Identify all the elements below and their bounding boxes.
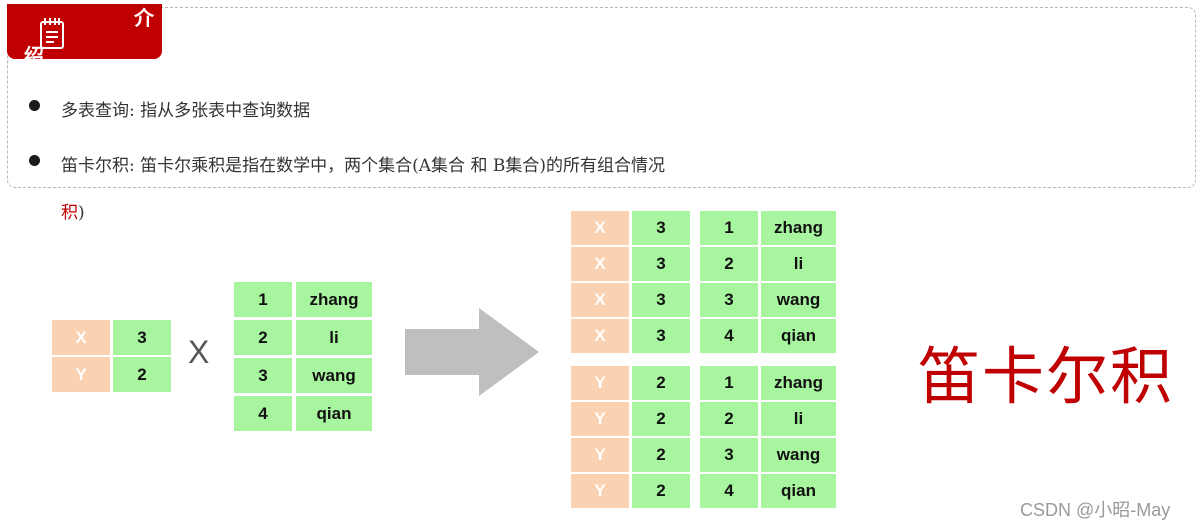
table-a-cell: 2: [113, 357, 171, 392]
result-top-left-cell: X: [571, 211, 629, 245]
times-symbol: X: [188, 334, 210, 370]
result-top-right-cell: qian: [761, 319, 836, 353]
table-b-cell: wang: [296, 358, 372, 393]
result-bottom-right-cell: 4: [700, 474, 758, 508]
table-a-cell: 3: [113, 320, 171, 355]
table-b-cell: 4: [234, 396, 292, 431]
table-b-cell: li: [296, 320, 372, 355]
right-arrow-icon: [405, 308, 539, 396]
continuation-red: 积: [61, 203, 78, 223]
tag-title-part2: 绍: [24, 44, 44, 62]
result-top-left-cell: 3: [632, 211, 690, 245]
result-top-right-cell: 2: [700, 247, 758, 281]
result-bottom-left-cell: Y: [571, 366, 629, 400]
result-bottom-left-cell: Y: [571, 474, 629, 508]
result-bottom-left-cell: 2: [632, 366, 690, 400]
table-b-cell: zhang: [296, 282, 372, 317]
result-bottom-left-cell: Y: [571, 438, 629, 472]
bullet-text-1: 多表查询: 指从多张表中查询数据: [61, 101, 311, 121]
result-top-left-cell: X: [571, 319, 629, 353]
result-top-left-cell: 3: [632, 319, 690, 353]
cartesian-product-title: 笛卡尔积: [918, 340, 1175, 413]
table-b-cell: qian: [296, 396, 372, 431]
table-b-cell: 3: [234, 358, 292, 393]
bullet-dot-2: [29, 155, 40, 166]
result-top-right-cell: zhang: [761, 211, 836, 245]
result-bottom-right-cell: qian: [761, 474, 836, 508]
result-top-right-cell: li: [761, 247, 836, 281]
bullet-text-2: 笛卡尔积: 笛卡尔乘积是指在数学中，两个集合(A集合 和 B集合)的所有组合情况: [61, 156, 665, 176]
result-bottom-right-cell: 2: [700, 402, 758, 436]
result-top-left-cell: 3: [632, 247, 690, 281]
result-bottom-left-cell: 2: [632, 402, 690, 436]
bullet-text-2-continuation: 积): [61, 198, 85, 223]
result-bottom-right-cell: zhang: [761, 366, 836, 400]
table-a-cell: X: [52, 320, 110, 355]
result-bottom-right-cell: 1: [700, 366, 758, 400]
result-bottom-right-cell: li: [761, 402, 836, 436]
result-bottom-left-cell: 2: [632, 438, 690, 472]
result-top-right-cell: 3: [700, 283, 758, 317]
result-bottom-right-cell: 3: [700, 438, 758, 472]
continuation-dark: ): [78, 203, 85, 223]
result-top-left-cell: X: [571, 247, 629, 281]
tag-title-part1: 介: [134, 6, 154, 30]
result-bottom-right-cell: wang: [761, 438, 836, 472]
bullet-dot-1: [29, 100, 40, 111]
watermark: CSDN @小昭-May: [1020, 500, 1171, 520]
result-top-right-cell: 4: [700, 319, 758, 353]
result-bottom-left-cell: 2: [632, 474, 690, 508]
result-top-left-cell: X: [571, 283, 629, 317]
result-top-left-cell: 3: [632, 283, 690, 317]
intro-box: [7, 7, 1196, 188]
table-a-cell: Y: [52, 357, 110, 392]
table-b-cell: 1: [234, 282, 292, 317]
result-top-right-cell: wang: [761, 283, 836, 317]
intro-tag: 介 绍: [7, 4, 162, 62]
notepad-icon: [40, 18, 64, 49]
result-top-right-cell: 1: [700, 211, 758, 245]
table-b-cell: 2: [234, 320, 292, 355]
result-bottom-left-cell: Y: [571, 402, 629, 436]
